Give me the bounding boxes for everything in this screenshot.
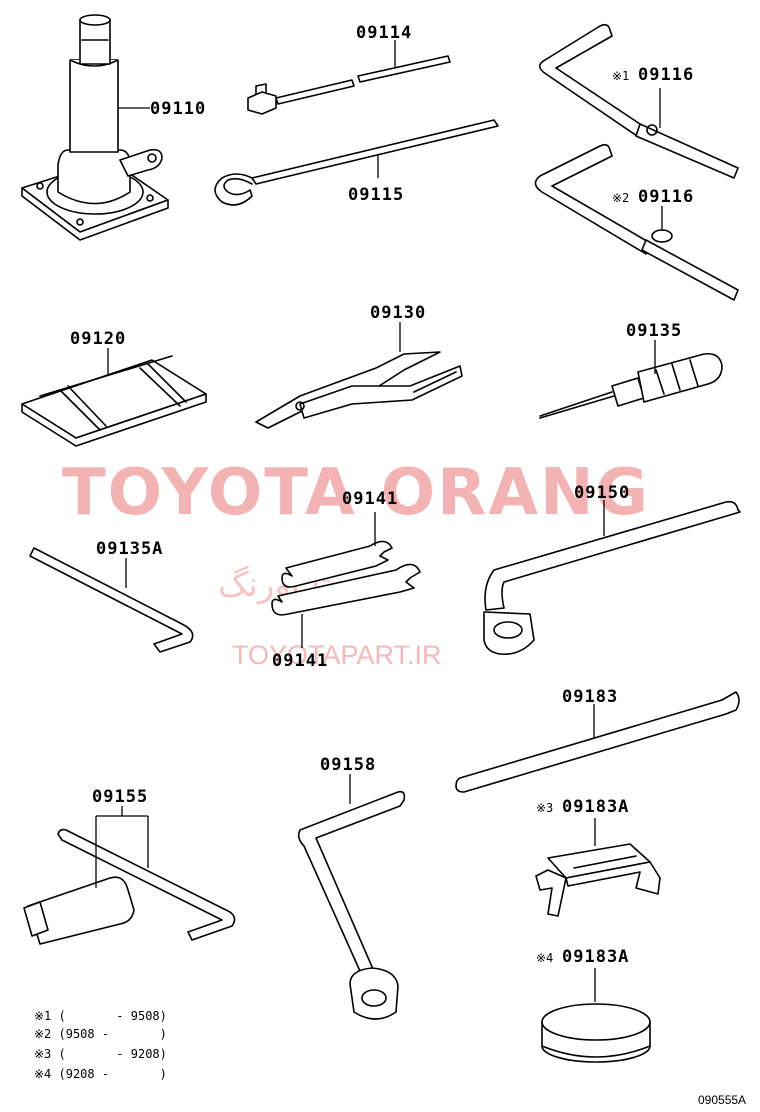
footnote-1: ※1 ( - 9508)	[34, 1009, 167, 1023]
plug-wrench-drawing	[23, 828, 236, 945]
wheel-nut-wrench-1-drawing	[538, 23, 739, 179]
label-09120: 09120	[70, 329, 126, 349]
label-09141-bottom: 09141	[272, 651, 328, 671]
screwdriver-drawing	[539, 352, 723, 419]
label-09135: 09135	[626, 321, 682, 341]
marker-2: ※2	[612, 191, 629, 205]
footnote-2: ※2 (9508 - )	[34, 1027, 167, 1041]
bracket-drawing	[535, 843, 661, 917]
pliers-drawing	[255, 351, 463, 429]
open-end-wrenches-drawing	[271, 540, 421, 616]
footnotes: ※1 ( - 9508) ※2 (9508 - ) ※3 ( - 9208) ※…	[34, 1009, 167, 1081]
label-09183: 09183	[562, 687, 618, 707]
label-09150: 09150	[574, 483, 630, 503]
marker-4: ※4	[536, 951, 553, 965]
jack-drawing	[21, 14, 169, 241]
label-09183A-4: 09183A	[562, 947, 629, 967]
label-09110: 09110	[150, 99, 206, 119]
label-09155: 09155	[92, 787, 148, 807]
label-09135A: 09135A	[96, 539, 163, 559]
watermark-url: TOYOTAPART.IR	[232, 640, 442, 670]
diagram-code: 090555A	[698, 1093, 746, 1107]
socket-wrench-drawing	[297, 790, 406, 1020]
watermark-brand: TOYOTA ORANG	[62, 456, 650, 530]
cap-drawing	[541, 1003, 651, 1063]
label-09183A-3: 09183A	[562, 797, 629, 817]
hex-key-drawing	[29, 547, 194, 653]
label-09115: 09115	[348, 185, 404, 205]
marker-3: ※3	[536, 801, 553, 815]
label-09130: 09130	[370, 303, 426, 323]
label-09158: 09158	[320, 755, 376, 775]
tool-bag-drawing	[21, 355, 207, 447]
marker-1: ※1	[612, 69, 629, 83]
label-09116-1: 09116	[638, 65, 694, 85]
footnote-3: ※3 ( - 9208)	[34, 1047, 167, 1061]
lug-wrench-drawing	[483, 500, 741, 656]
label-09116-2: 09116	[638, 187, 694, 207]
footnote-4: ※4 (9208 - )	[34, 1067, 167, 1081]
wheel-nut-wrench-2-drawing	[534, 143, 739, 301]
label-09141-top: 09141	[342, 489, 398, 509]
pry-bar-drawing	[455, 691, 740, 793]
label-09114: 09114	[356, 23, 412, 43]
jack-handle-extension-drawing	[247, 55, 451, 115]
jack-handle-drawing	[214, 119, 499, 206]
